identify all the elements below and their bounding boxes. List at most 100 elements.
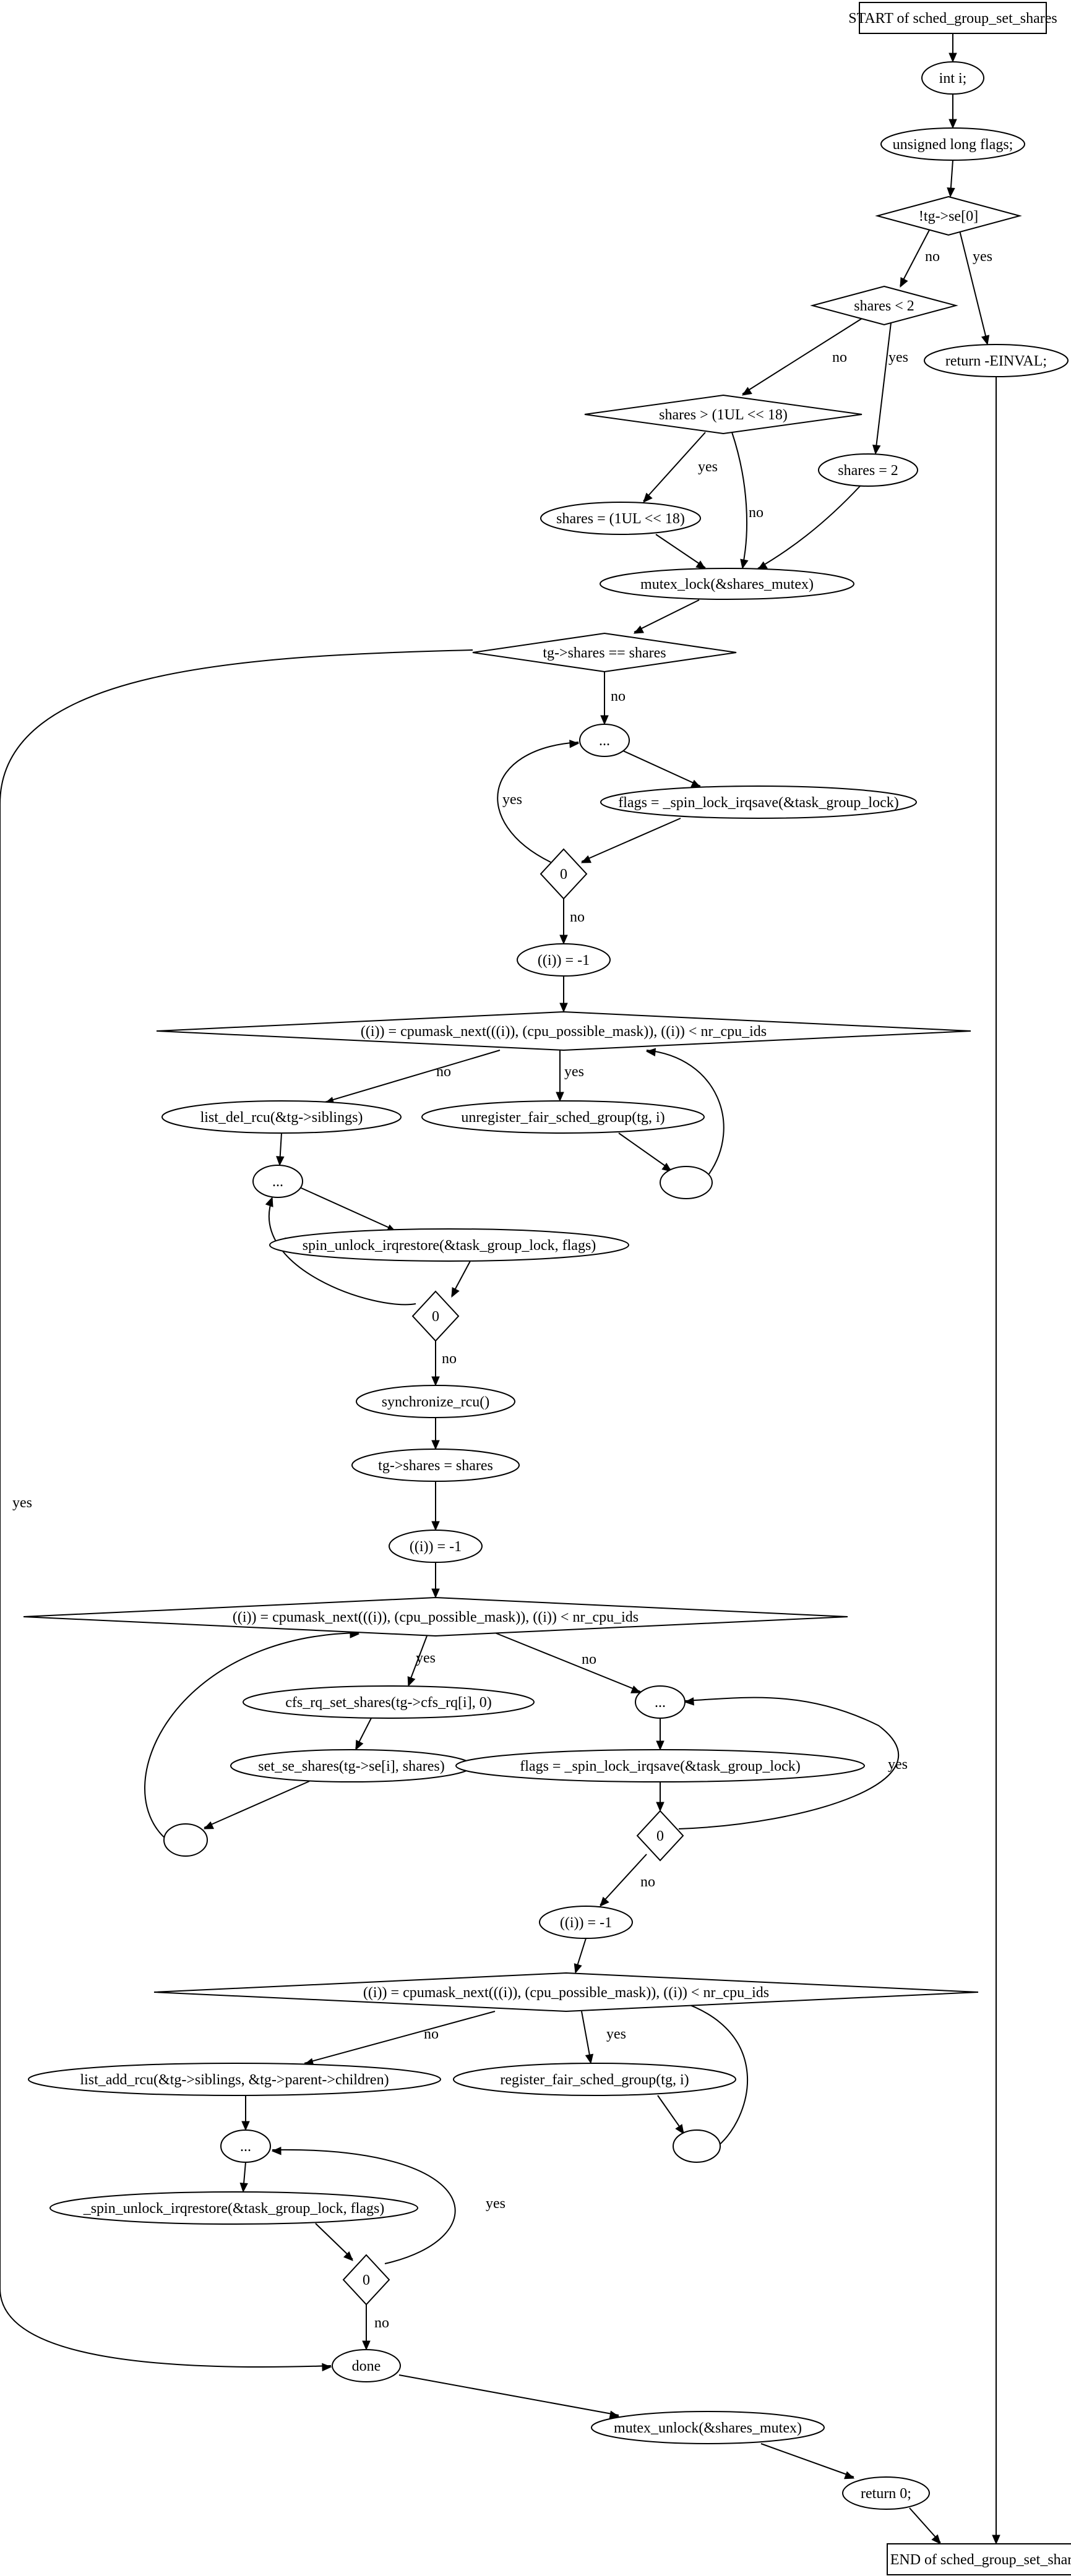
arrowhead: [643, 492, 653, 503]
edge: [559, 976, 568, 1013]
node-cfs: cfs_rq_set_shares(tg->cfs_rq[i], 0): [243, 1685, 535, 1719]
edges: noyesnoyesyesnonoyesnonoyesyesnoyesnoyes…: [0, 33, 1000, 2545]
node-ellipse: [28, 2063, 441, 2096]
node-label: ((i)) = -1: [410, 1539, 462, 1555]
node-end: END of sched_group_set_shares: [887, 2543, 1071, 2575]
node-unlock1: spin_unlock_irqrestore(&task_group_lock,…: [269, 1228, 629, 1262]
node-diamond: [342, 2254, 390, 2306]
edge-label: no: [374, 2315, 389, 2331]
node-set2: shares = 2: [818, 453, 918, 487]
edge: [909, 2507, 941, 2544]
edge: yes: [643, 432, 718, 503]
arrowhead: [431, 1376, 440, 1387]
edge: [144, 1630, 360, 1841]
arrowhead: [661, 1162, 673, 1172]
edge: yes: [0, 649, 473, 2372]
arrowhead: [322, 2363, 332, 2372]
arrowhead: [948, 53, 957, 63]
node-diamond: [156, 1011, 971, 1051]
node-label: spin_unlock_irqrestore(&task_group_lock,…: [303, 1238, 596, 1254]
arrowhead: [580, 855, 591, 863]
node-label: 0: [560, 867, 567, 883]
node-back3: [673, 2129, 721, 2163]
node-ellipse: [252, 1165, 303, 1198]
arrowhead: [451, 1287, 460, 1298]
edge: [241, 2095, 250, 2131]
edge-line: [315, 2223, 353, 2260]
arrowhead: [630, 1685, 642, 1693]
edge-line: [646, 1050, 725, 1175]
node-listadd: list_add_rcu(&tg->siblings, &tg->parent-…: [28, 2063, 441, 2096]
arrowhead: [343, 2251, 353, 2261]
edge: [633, 599, 700, 634]
arrowhead: [948, 119, 957, 129]
node-zero1: 0: [540, 848, 588, 900]
node-iinit1: ((i)) = -1: [517, 943, 611, 977]
edge: no: [600, 672, 626, 725]
edge: [645, 1048, 725, 1175]
node-ellipse: [818, 453, 918, 487]
node-ellipse: [455, 1749, 865, 1782]
edge-label: yes: [606, 2026, 626, 2042]
arrowhead: [872, 444, 881, 455]
node-label: _spin_unlock_irqrestore(&task_group_lock…: [83, 2201, 385, 2217]
node-label: ...: [272, 1174, 283, 1190]
node-label: ((i)) = -1: [538, 952, 590, 969]
edge: no: [900, 229, 940, 288]
edge-line: [272, 2149, 456, 2264]
node-label: END of sched_group_set_shares: [890, 2552, 1071, 2568]
edge: [315, 2223, 353, 2261]
node-label: mutex_lock(&shares_mutex): [640, 576, 814, 593]
node-label: START of sched_group_set_shares: [848, 11, 1057, 27]
node-label: list_add_rcu(&tg->siblings, &tg->parent-…: [80, 2072, 389, 2088]
node-ellipse: [517, 943, 611, 977]
node-label: tg->shares == shares: [543, 645, 666, 661]
edge-line: [757, 486, 861, 569]
node-ellipse: [243, 1685, 535, 1719]
node-label: ...: [240, 2139, 251, 2155]
node-ret0: return 0;: [842, 2476, 930, 2510]
edge-line: [678, 1697, 899, 1829]
edge: [992, 377, 1000, 2545]
node-ellipse: [269, 1228, 629, 1262]
edge-line: [618, 1132, 672, 1171]
node-ellipse: [673, 2129, 721, 2163]
node-diamond: [875, 195, 1022, 236]
arrowhead: [355, 1740, 364, 1751]
edge: [656, 1718, 665, 1751]
edge-label: no: [442, 1351, 457, 1367]
node-label: set_se_shares(tg->se[i], shares): [258, 1758, 444, 1774]
node-label: ((i)) = cpumask_next(((i)), (cpu_possibl…: [363, 1985, 769, 2001]
node-chk-eq: tg->shares == shares: [472, 632, 737, 673]
edge-label: yes: [564, 1064, 584, 1080]
edge-line: [742, 318, 862, 395]
node-loop2: ((i)) = cpumask_next(((i)), (cpu_possibl…: [23, 1596, 848, 1637]
node-diamond: [23, 1596, 848, 1637]
node-diamond: [540, 848, 588, 900]
node-chk-gt: shares > (1UL << 18): [584, 394, 862, 435]
node-ellipse: [161, 1100, 402, 1134]
arrowhead: [431, 1440, 440, 1450]
edge-line: [299, 1187, 397, 1231]
node-ellipse: [539, 1906, 633, 1939]
edge: [656, 1782, 665, 1812]
arrowhead: [556, 1092, 564, 1102]
edge: no: [731, 432, 763, 570]
arrowhead: [684, 1697, 694, 1706]
arrowhead: [574, 1963, 582, 1974]
edge: no: [494, 1632, 642, 1693]
node-ellipse: [356, 1385, 515, 1418]
edge: yes: [556, 1050, 584, 1102]
edge-line: [304, 2011, 496, 2064]
edge-label: yes: [888, 349, 908, 366]
edge-line: [398, 2374, 619, 2416]
edge: [203, 1781, 310, 1829]
node-label: ((i)) = cpumask_next(((i)), (cpu_possibl…: [361, 1024, 767, 1040]
edge-line: [0, 649, 473, 2368]
node-diamond: [584, 394, 862, 435]
node-label: shares = (1UL << 18): [556, 511, 685, 527]
node-ellipse: [842, 2476, 930, 2510]
node-label: mutex_unlock(&shares_mutex): [614, 2420, 802, 2436]
node-dots1: ...: [579, 724, 630, 757]
